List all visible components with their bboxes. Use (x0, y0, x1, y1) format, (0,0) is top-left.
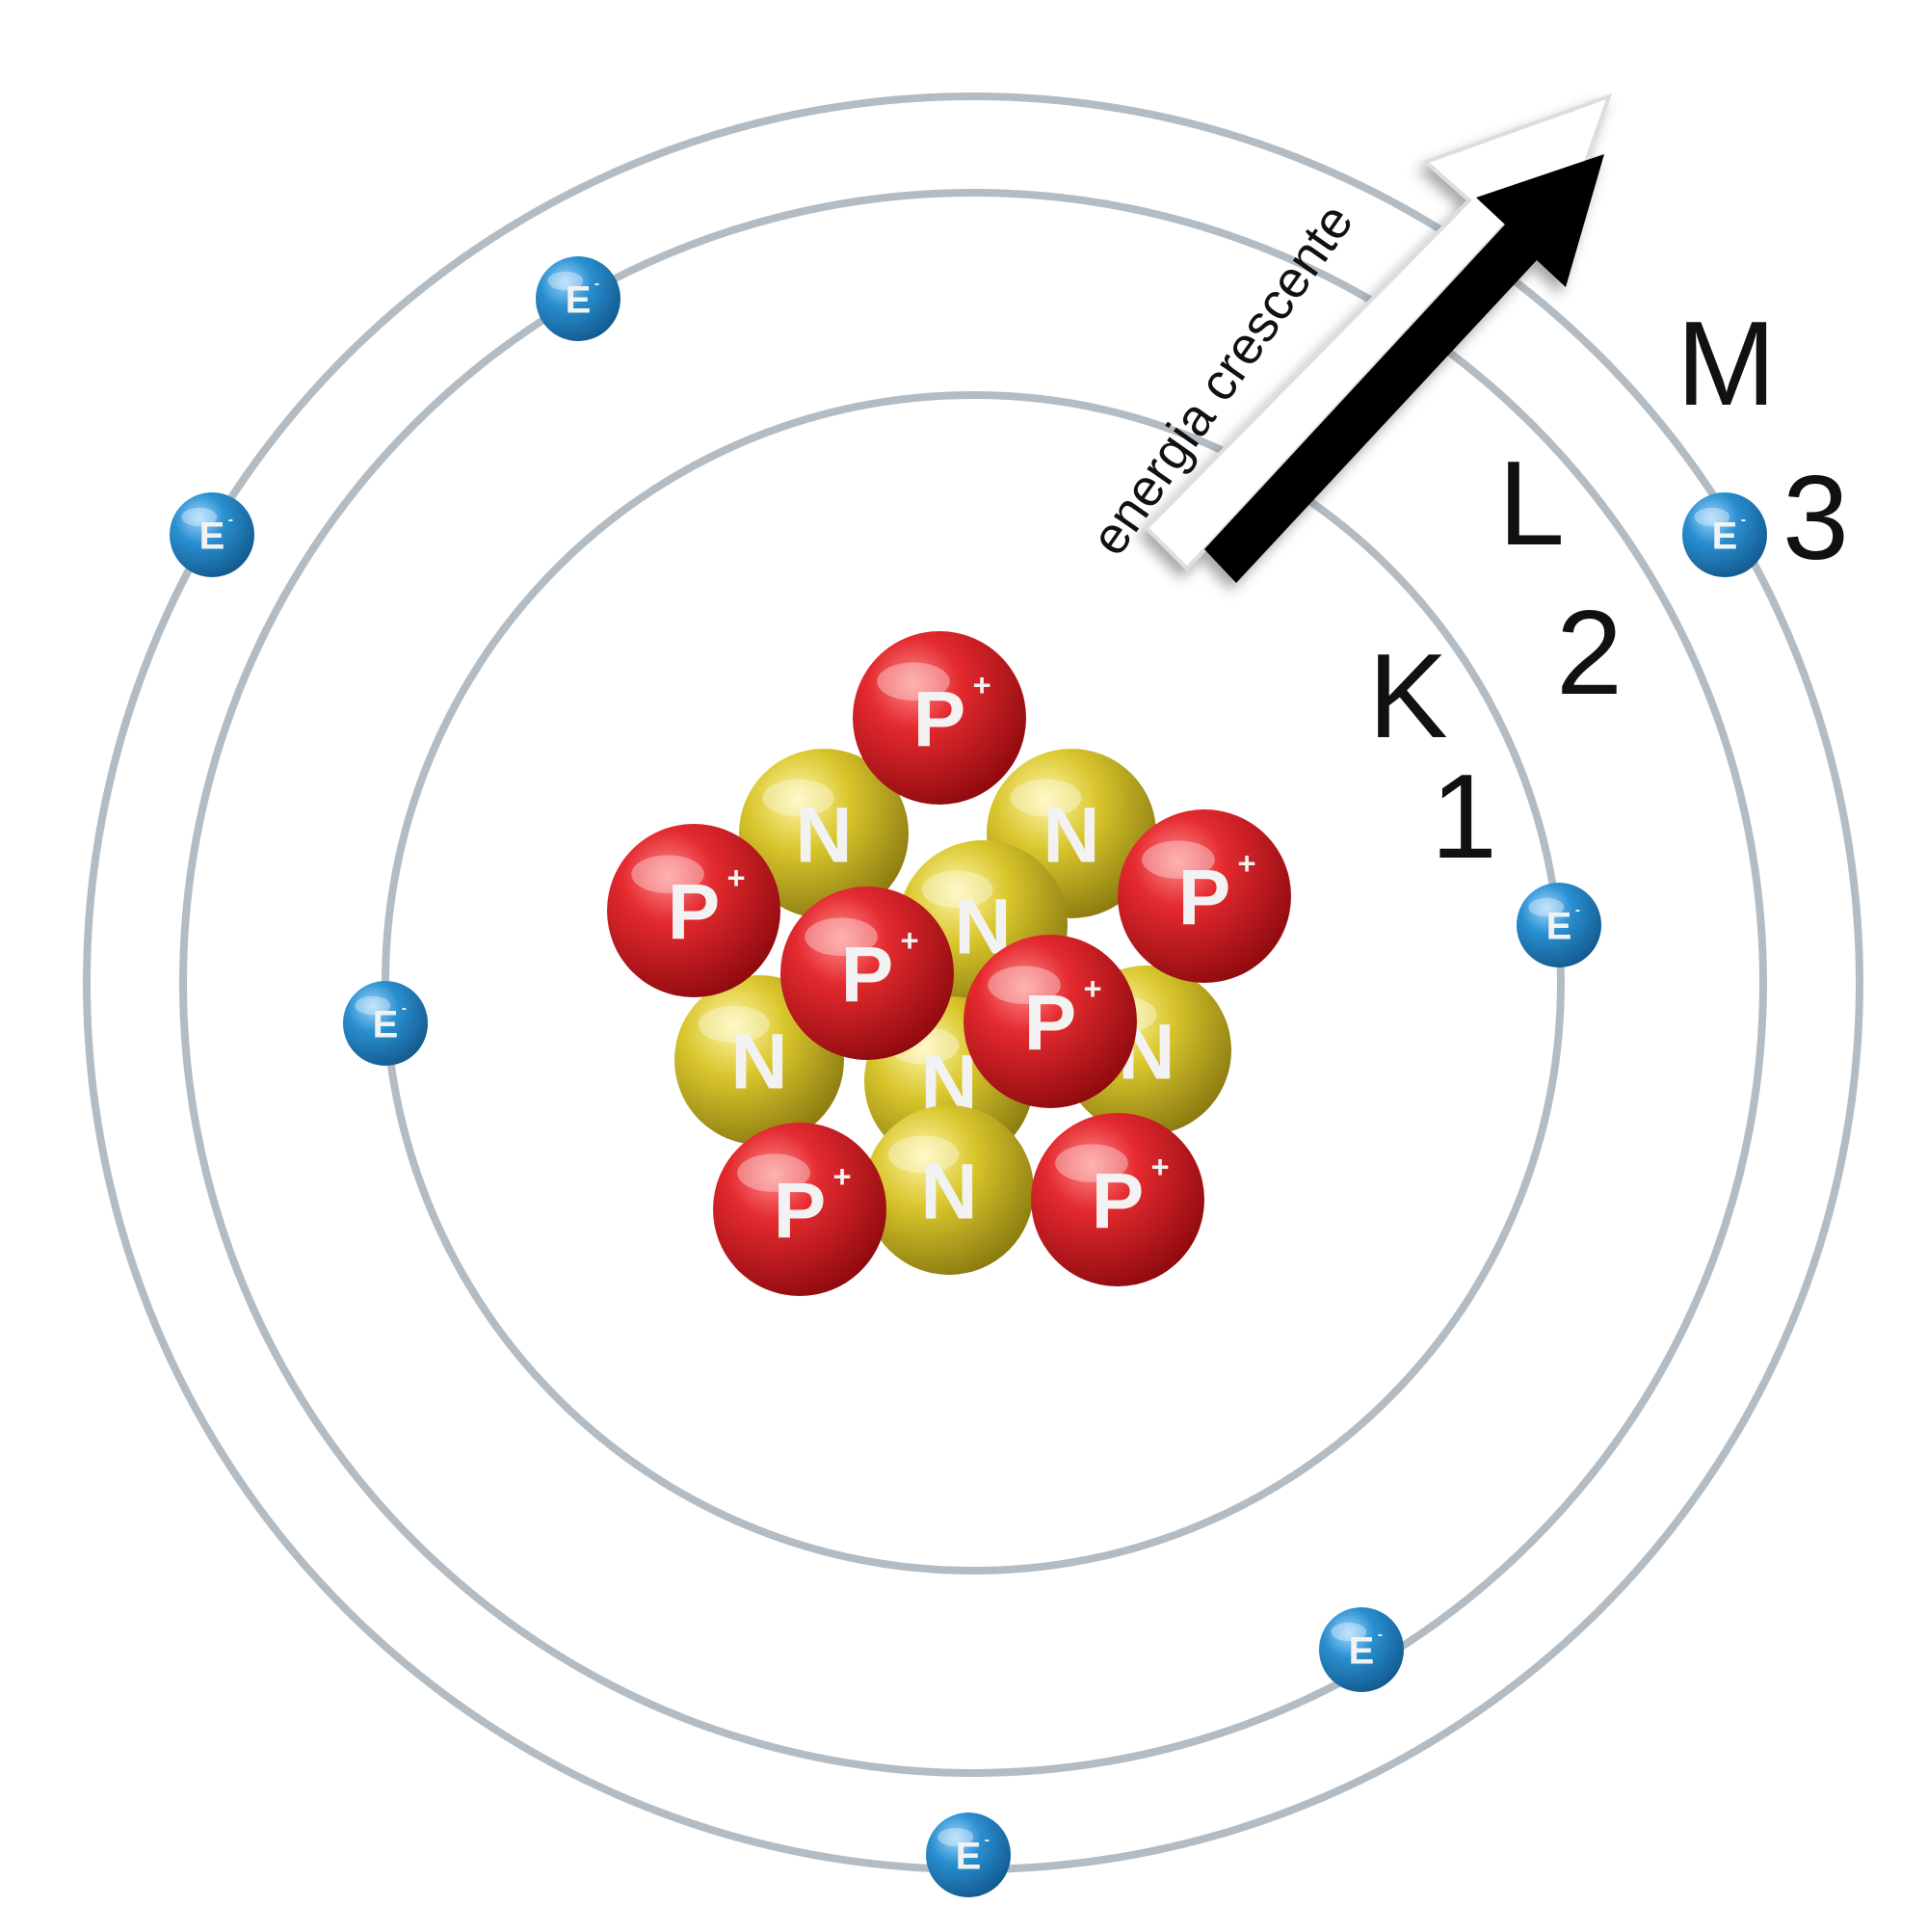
electron-7-charge: - (985, 1832, 990, 1848)
electron-4-sphere (170, 492, 254, 577)
electron-2-charge: - (402, 1000, 407, 1017)
proton-3-highlight (1142, 840, 1215, 879)
shell-number-3: 3 (1782, 452, 1849, 585)
proton-2-charge: + (726, 860, 745, 895)
electron-7-sphere (926, 1813, 1011, 1897)
electron-7-highlight (937, 1827, 974, 1847)
shell-letter-l: L (1498, 437, 1565, 570)
electrons: E-E-E-E-E-E-E- (170, 256, 1767, 1897)
electron-6-label: E (1349, 1629, 1375, 1672)
proton-2-highlight (631, 855, 704, 893)
proton-6-charge: + (832, 1158, 851, 1194)
electron-4-highlight (181, 507, 218, 527)
electron-7-label: E (956, 1835, 982, 1877)
neutron-7: N (864, 1105, 1034, 1275)
energy-arrow (1144, 93, 1613, 583)
proton-7-charge: + (1150, 1149, 1169, 1184)
proton-1-label: P (913, 676, 966, 764)
proton-6-label: P (774, 1168, 827, 1256)
proton-3-charge: + (1237, 845, 1255, 881)
proton-1-charge: + (972, 667, 990, 702)
shell-number-1: 1 (1431, 751, 1497, 884)
neutron-7-label: N (920, 1149, 977, 1236)
neutron-1-label: N (795, 792, 852, 880)
electron-3: E- (1682, 492, 1767, 577)
electron-5-charge: - (594, 276, 599, 292)
electron-6-highlight (1331, 1622, 1367, 1642)
neutron-7-highlight (887, 1135, 960, 1174)
neutron-3-highlight (921, 870, 993, 909)
neutron-1-sphere (739, 749, 909, 918)
neutron-2-label: N (1043, 792, 1099, 880)
electron-1-sphere (1517, 883, 1601, 967)
proton-4-label: P (841, 932, 894, 1019)
electron-5-sphere (536, 256, 620, 341)
proton-6-highlight (737, 1153, 810, 1192)
neutron-1: N (739, 749, 909, 918)
electron-3-charge: - (1741, 512, 1746, 528)
electron-4: E- (170, 492, 254, 577)
electron-5: E- (536, 256, 620, 341)
electron-1-highlight (1528, 897, 1565, 917)
proton-6-sphere (713, 1123, 886, 1296)
proton-1: P+ (853, 631, 1026, 805)
proton-3-label: P (1178, 855, 1231, 942)
shell-letter-k: K (1368, 630, 1448, 763)
shell-letter-m: M (1676, 298, 1776, 431)
electron-1: E- (1517, 883, 1601, 967)
neutron-1-highlight (762, 779, 834, 817)
electron-6: E- (1319, 1607, 1404, 1692)
shell-number-2: 2 (1556, 587, 1623, 720)
proton-6: P+ (713, 1123, 886, 1296)
proton-7: P+ (1031, 1113, 1204, 1286)
electron-7: E- (926, 1813, 1011, 1897)
electron-6-sphere (1319, 1607, 1404, 1692)
proton-5-sphere (964, 935, 1137, 1108)
electron-2-highlight (355, 995, 391, 1016)
arrow-shape (1204, 154, 1604, 583)
electron-2-label: E (373, 1003, 399, 1045)
proton-5-charge: + (1083, 970, 1101, 1006)
neutron-7-sphere (864, 1105, 1034, 1275)
proton-2: P+ (607, 824, 780, 997)
electron-3-label: E (1712, 515, 1738, 557)
proton-7-sphere (1031, 1113, 1204, 1286)
neutron-4-label: N (730, 1019, 787, 1106)
proton-5: P+ (964, 935, 1137, 1108)
electron-2: E- (343, 981, 428, 1066)
proton-4-sphere (780, 887, 954, 1060)
electron-3-highlight (1694, 507, 1730, 527)
proton-2-sphere (607, 824, 780, 997)
electron-5-highlight (547, 271, 584, 291)
electron-1-charge: - (1575, 902, 1580, 918)
neutron-4-highlight (698, 1005, 770, 1044)
proton-5-label: P (1024, 980, 1077, 1068)
proton-7-highlight (1055, 1144, 1128, 1182)
proton-3-sphere (1118, 809, 1291, 983)
electron-3-sphere (1682, 492, 1767, 577)
orbit-l (179, 189, 1767, 1777)
electron-4-label: E (199, 515, 225, 557)
proton-1-sphere (853, 631, 1026, 805)
proton-4: P+ (780, 887, 954, 1060)
proton-1-highlight (877, 662, 950, 701)
proton-5-highlight (988, 966, 1061, 1004)
shell-labels: K 1 L 2 M 3 (1368, 298, 1849, 884)
electron-6-charge: - (1378, 1627, 1383, 1643)
neutron-2-highlight (1010, 779, 1082, 817)
proton-4-highlight (805, 917, 878, 956)
proton-2-label: P (668, 869, 721, 957)
proton-7-label: P (1092, 1158, 1145, 1246)
proton-4-charge: + (900, 922, 918, 958)
electron-5-label: E (566, 278, 592, 321)
electron-4-charge: - (228, 512, 233, 528)
proton-3: P+ (1118, 809, 1291, 983)
electron-2-sphere (343, 981, 428, 1066)
electron-1-label: E (1546, 905, 1572, 947)
